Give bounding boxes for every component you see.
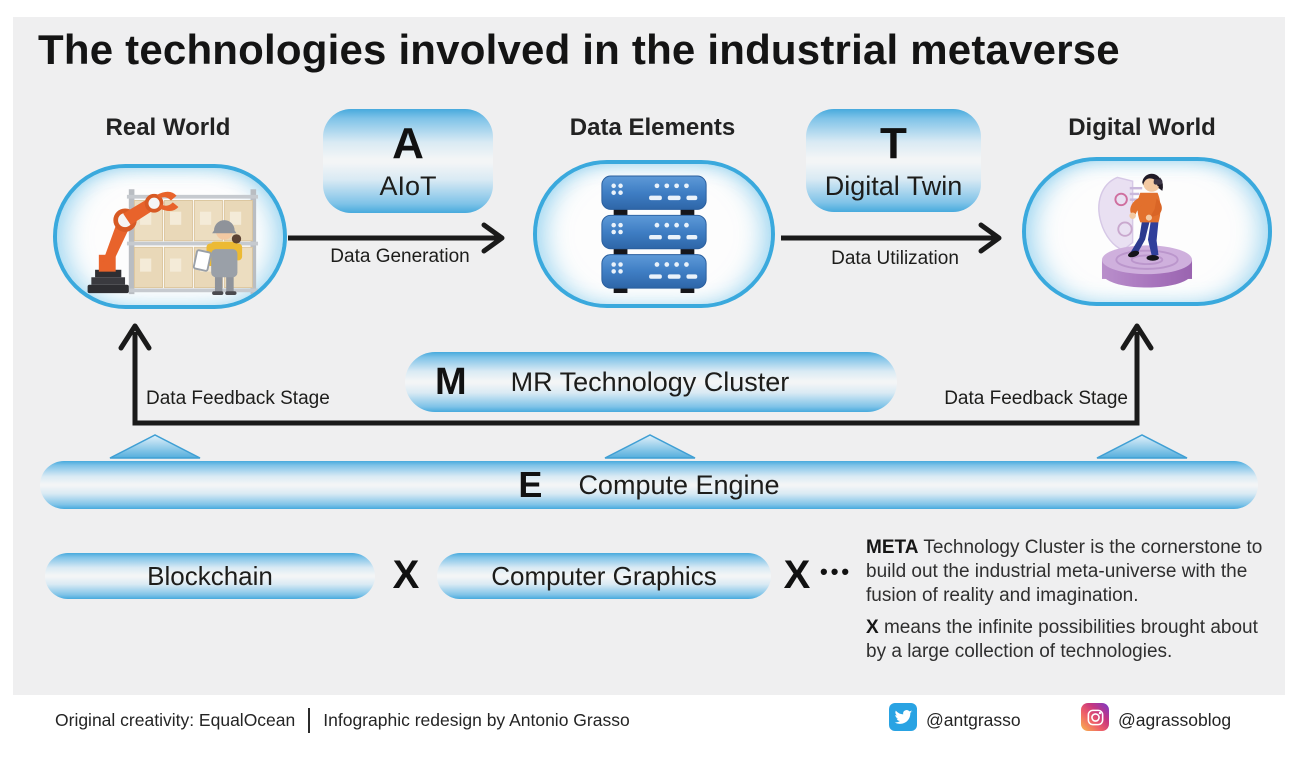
mr-cluster-letter: M: [435, 360, 467, 403]
data-elements-node: [533, 160, 775, 308]
credit-right: Infographic redesign by Antonio Grasso: [323, 709, 630, 730]
compute-engine-letter: E: [518, 464, 543, 505]
data-generation-arrow-icon: [286, 219, 512, 257]
page-title: The technologies involved in the industr…: [38, 26, 1120, 73]
triangle-right-icon: [1094, 432, 1190, 461]
data-elements-label: Data Elements: [569, 114, 736, 141]
mr-cluster-name: MR Technology Cluster: [510, 366, 790, 397]
credit-divider: [308, 707, 311, 733]
aiot-name: AIoT: [379, 171, 437, 201]
factory-illustration: [67, 175, 273, 299]
digital-twin-card: T Digital Twin: [806, 109, 981, 212]
real-world-label: Real World: [105, 114, 231, 141]
data-generation-label: Data Generation: [330, 246, 470, 267]
computer-graphics-pill: Computer Graphics: [437, 553, 771, 599]
digital-twin-name: Digital Twin: [824, 170, 963, 201]
aiot-letter: A: [392, 119, 424, 168]
server-stack-illustration: [590, 174, 718, 294]
data-feedback-left-label: Data Feedback Stage: [146, 388, 330, 409]
compute-engine-name: Compute Engine: [578, 469, 780, 500]
x-note-text: means the infinite possibilities brought…: [866, 617, 1258, 662]
compute-engine-bar: E Compute Engine: [40, 461, 1258, 509]
mr-cluster-pill: M MR Technology Cluster: [405, 352, 897, 412]
instagram-handle: @agrassoblog: [1118, 710, 1232, 730]
instagram-icon: [1081, 703, 1109, 731]
vr-person-illustration: [1072, 164, 1222, 300]
digital-twin-letter: T: [880, 118, 907, 168]
x-note: X means the infinite possibilities broug…: [866, 616, 1282, 664]
footer-credit: Original creativity: EqualOcean Infograp…: [55, 705, 630, 735]
x-symbol-2: X: [783, 552, 811, 597]
data-feedback-right-label: Data Feedback Stage: [944, 388, 1128, 409]
data-utilization-label: Data Utilization: [831, 248, 959, 269]
data-utilization-arrow-icon: [779, 219, 1009, 257]
meta-note-bold: META: [866, 537, 919, 558]
x-symbol-1: X: [392, 552, 420, 597]
digital-world-node: [1022, 157, 1272, 306]
digital-world-label: Digital World: [1068, 114, 1216, 141]
triangle-left-icon: [107, 432, 203, 461]
aiot-card: A AIoT: [323, 109, 493, 213]
data-feedback-path-icon: [113, 312, 1163, 430]
meta-note: META Technology Cluster is the cornersto…: [866, 536, 1282, 608]
real-world-node: [53, 164, 287, 309]
twitter-handle: @antgrasso: [926, 710, 1021, 730]
ellipsis-dots: •••: [820, 559, 853, 584]
triangle-center-icon: [602, 432, 698, 461]
blockchain-pill: Blockchain: [45, 553, 375, 599]
x-note-bold: X: [866, 617, 879, 638]
twitter-icon: [889, 703, 917, 731]
credit-left: Original creativity: EqualOcean: [55, 709, 296, 730]
meta-note-text: Technology Cluster is the cornerstone to…: [866, 537, 1263, 606]
